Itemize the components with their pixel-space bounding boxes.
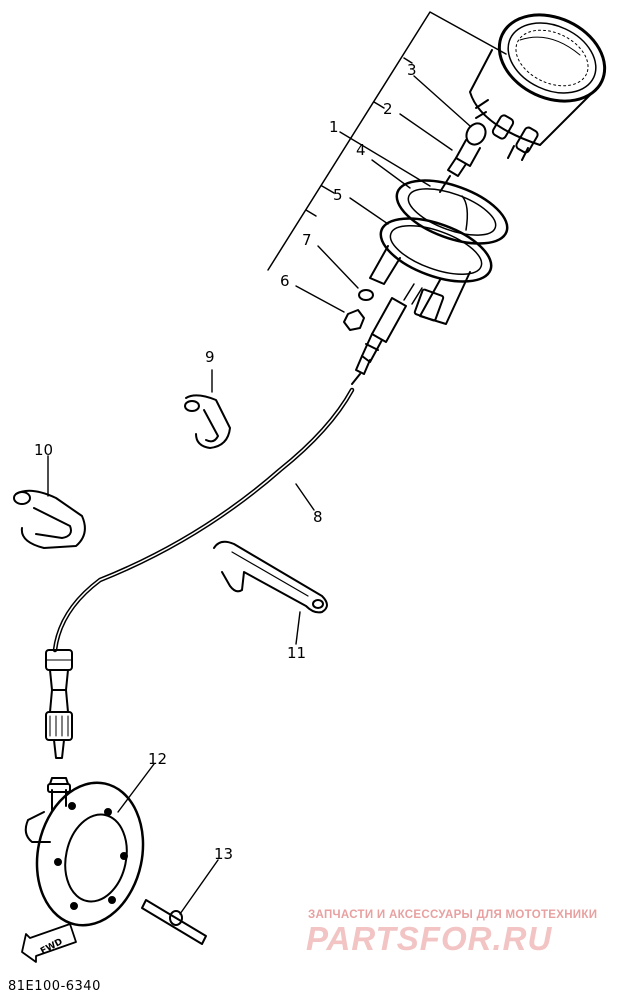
drive-gear-unit bbox=[24, 777, 145, 927]
callout-13: 13 bbox=[214, 845, 234, 863]
clamp-10 bbox=[13, 489, 86, 549]
guide-bracket-11 bbox=[213, 540, 328, 614]
callout-6: 6 bbox=[280, 272, 290, 290]
watermark-tagline: ЗАПЧАСТИ И АКСЕССУАРЫ ДЛЯ МОТОТЕХНИКИ bbox=[308, 909, 598, 921]
callout-3: 3 bbox=[407, 61, 417, 79]
callout-9: 9 bbox=[205, 348, 215, 366]
mounting-bracket bbox=[369, 245, 471, 325]
nut-washer bbox=[343, 289, 374, 331]
pin-13 bbox=[141, 899, 207, 945]
callout-5: 5 bbox=[333, 186, 343, 204]
leader-lines bbox=[47, 75, 471, 915]
callout-10: 10 bbox=[34, 441, 54, 459]
callout-7: 7 bbox=[302, 231, 312, 249]
callout-12: 12 bbox=[148, 750, 168, 768]
callout-4: 4 bbox=[356, 141, 366, 159]
speedometer-gauge bbox=[469, 13, 607, 161]
callout-1: 1 bbox=[329, 118, 339, 136]
bulb-socket bbox=[439, 122, 487, 193]
callout-2: 2 bbox=[383, 100, 393, 118]
speedometer-cable bbox=[52, 373, 361, 653]
cable-lower-end bbox=[45, 649, 73, 759]
callout-11: 11 bbox=[287, 644, 307, 662]
fwd-arrow-icon bbox=[21, 923, 77, 963]
clamp-9 bbox=[184, 394, 231, 449]
gauge-rings bbox=[379, 179, 509, 283]
cable-upper-connector bbox=[355, 297, 407, 375]
assembly-bracket-lines bbox=[267, 11, 507, 271]
drawing-code: 81E100-6340 bbox=[8, 979, 101, 994]
callout-8: 8 bbox=[313, 508, 323, 526]
watermark-logo: PARTSFOR.RU bbox=[306, 920, 553, 957]
